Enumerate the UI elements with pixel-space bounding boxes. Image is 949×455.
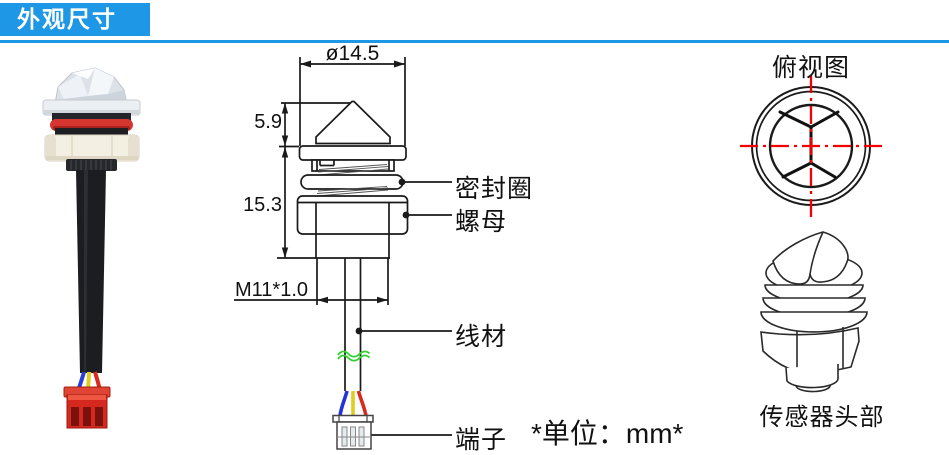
label-terminal: 端子 <box>455 426 508 454</box>
sensor-photo <box>42 67 141 429</box>
top-view-drawing <box>740 75 882 219</box>
label-seal-ring: 密封圈 <box>455 175 534 203</box>
top-view-title: 俯视图 <box>771 54 850 82</box>
dimension-drawing <box>234 57 452 450</box>
unit-note: *单位：mm* <box>531 418 684 449</box>
terminal-drawing <box>332 390 374 450</box>
dim-tip-height: 5.9 <box>254 111 282 133</box>
cable-break-mark <box>337 350 371 362</box>
label-wire: 线材 <box>455 323 508 351</box>
dim-thread-spec: M11*1.0 <box>235 279 309 301</box>
label-nut: 螺母 <box>455 208 508 236</box>
photo-connector <box>63 386 111 429</box>
sensor-head-drawing <box>760 231 868 393</box>
sensor-head-title: 传感器头部 <box>759 404 885 431</box>
photo-cable <box>76 170 106 373</box>
crosshair-centerlines <box>740 75 882 219</box>
dim-head-height: 15.3 <box>243 194 282 216</box>
section-title-banner: 外观尺寸 <box>0 3 150 36</box>
dim-diameter: ø14.5 <box>325 42 380 65</box>
header-divider-line <box>0 40 949 43</box>
